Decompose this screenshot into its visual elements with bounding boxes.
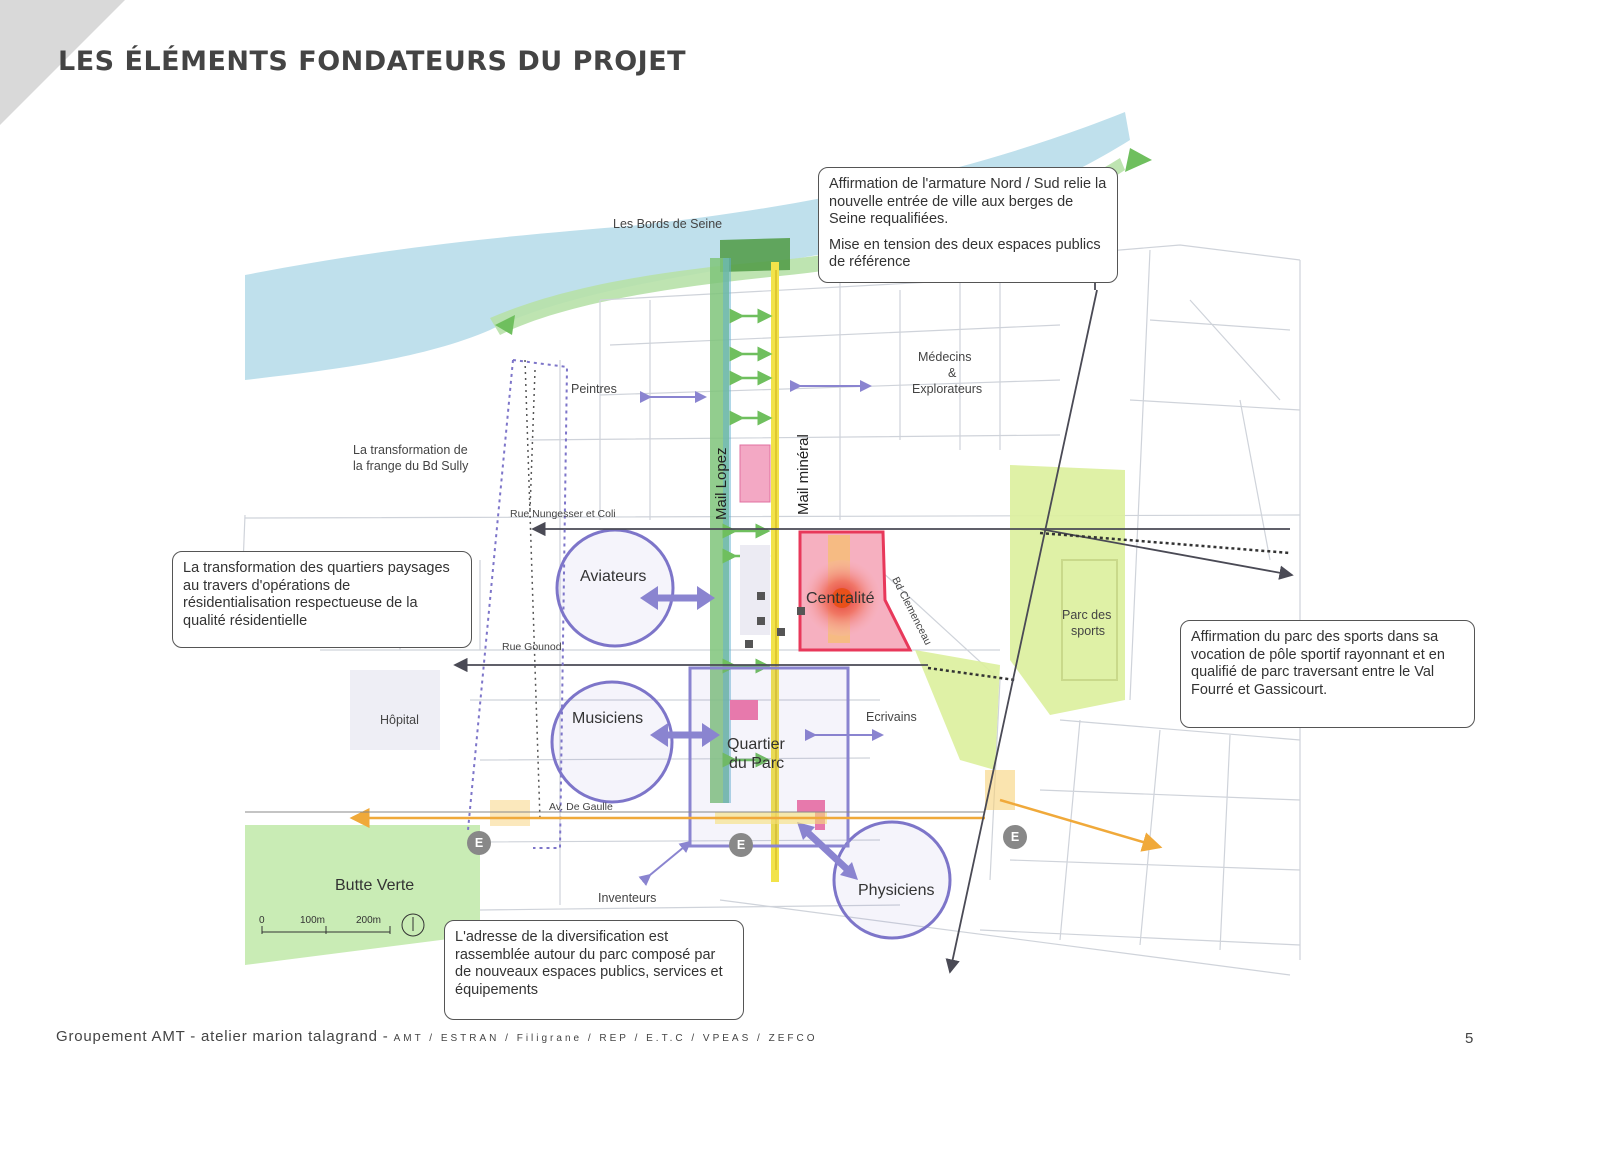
callout-diversification-text: L'adresse de la diversification est rass…: [455, 929, 723, 998]
page-number: 5: [1465, 1030, 1474, 1047]
label-bords-de-seine: Les Bords de Seine: [613, 217, 723, 231]
e-stations: [467, 825, 1027, 857]
label-mail-mineral: Mail minéral: [795, 434, 812, 515]
callout-parc-sports-text: Affirmation du parc des sports dans sa v…: [1191, 629, 1445, 698]
label-quartier-1: Quartier: [727, 736, 785, 753]
e-station-3: E: [1010, 830, 1020, 844]
scale-0: 0: [259, 915, 265, 926]
district-circles: [550, 528, 952, 940]
footer-credits: Groupement AMT - atelier marion talagran…: [56, 1028, 817, 1045]
orange-east-axis: [999, 798, 1163, 852]
parc-des-sports: [1010, 465, 1125, 715]
scale-100m: 100m: [300, 915, 326, 926]
river-bank: [490, 158, 1125, 335]
green-links: [722, 308, 773, 768]
callout-armature-nord-sud: Affirmation de l'armature Nord / Sud rel…: [818, 167, 1118, 283]
frange-dotted-frame: [512, 359, 569, 849]
label-ampersand: &: [948, 366, 957, 380]
footer-partners: AMT / ESTRAN / Filigrane / REP / E.T.C /…: [393, 1033, 818, 1044]
purple-light-arrows: [638, 380, 884, 886]
label-aviateurs: Aviateurs: [580, 568, 647, 585]
callout-diversification: L'adresse de la diversification est rass…: [444, 920, 744, 1020]
butte-verte: [245, 825, 480, 965]
label-butte-verte: Butte Verte: [335, 877, 415, 894]
callout-armature-p2: Mise en tension des deux espaces publics…: [829, 236, 1101, 271]
label-parc-sports-1: Parc des: [1062, 608, 1112, 622]
label-peintres: Peintres: [571, 382, 617, 396]
footer-main: Groupement AMT - atelier marion talagran…: [56, 1028, 394, 1045]
label-hopital: Hôpital: [380, 713, 419, 727]
callout-quartiers-text: La transformation des quartiers paysages…: [183, 560, 450, 629]
pink-block-musiciens: [730, 700, 758, 720]
green-arrow-ne: [1125, 148, 1152, 172]
label-ecrivains: Ecrivains: [866, 710, 917, 724]
hopital-block: [350, 670, 440, 750]
page-title: LES ÉLÉMENTS FONDATEURS DU PROJET: [58, 46, 687, 77]
scale-200m: 200m: [356, 915, 382, 926]
seine-river: [245, 112, 1130, 380]
callout-quartiers: La transformation des quartiers paysages…: [172, 551, 472, 648]
label-rue-gounod: Rue Gounod: [502, 641, 562, 653]
label-explorateurs: Explorateurs: [912, 382, 983, 396]
label-mail-lopez: Mail Lopez: [713, 447, 730, 520]
callout-armature-p1: Affirmation de l'armature Nord / Sud rel…: [829, 176, 1107, 227]
label-medecins: Médecins: [918, 350, 972, 364]
callout-parc-sports: Affirmation du parc des sports dans sa v…: [1180, 620, 1475, 728]
green-arrow-w: [495, 315, 515, 335]
label-inventeurs: Inventeurs: [598, 891, 657, 905]
stadium: [1061, 559, 1118, 681]
page-curl: [0, 0, 125, 125]
block-mid: [740, 545, 770, 635]
label-physiciens: Physiciens: [858, 882, 935, 899]
label-parc-sports-2: sports: [1071, 624, 1106, 638]
label-frange-1: La transformation de: [353, 443, 468, 457]
purple-thick-arrows: [646, 594, 854, 876]
label-quartier-2: du Parc: [729, 755, 785, 772]
scale-bar: [261, 913, 425, 937]
label-av-de-gaulle: Av. De Gaulle: [549, 801, 613, 813]
e-station-1: E: [474, 836, 484, 850]
label-centralite: Centralité: [806, 590, 875, 607]
label-musiciens: Musiciens: [572, 710, 644, 727]
e-station-2: E: [736, 838, 746, 852]
metro-squares: [745, 592, 805, 648]
pink-block-north: [739, 444, 771, 503]
label-frange-2: la frange du Bd Sully: [353, 459, 469, 473]
green-strip: [915, 650, 1000, 770]
label-rue-nungesser: Rue Nungesser et Coli: [510, 508, 616, 520]
